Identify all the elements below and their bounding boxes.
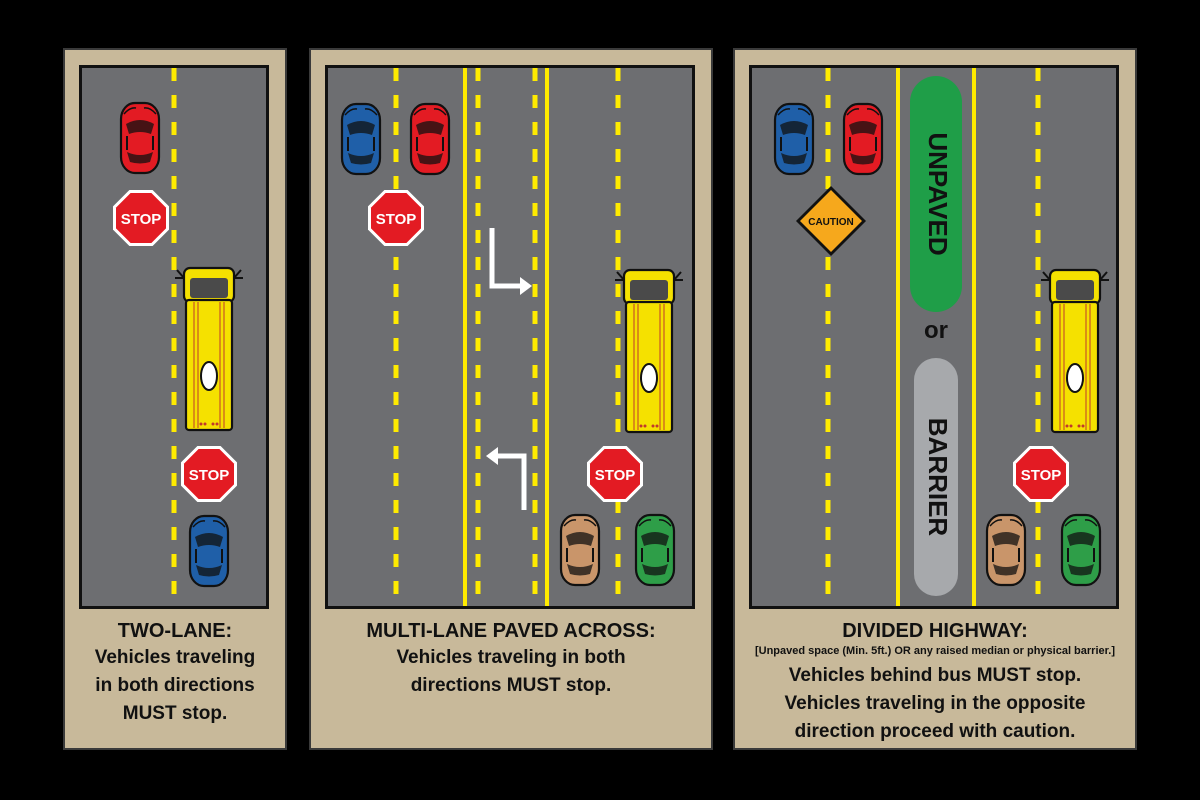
car-icon [119,101,161,175]
multi-lane-line2-rest: stop. [560,675,612,696]
school-bus-icon [1039,268,1111,434]
stop-sign-icon: STOP [181,446,237,502]
turn-arrow-icon [486,447,527,510]
stop-sign-icon: STOP [587,446,643,502]
car-icon [559,513,601,587]
car-icon [842,102,884,176]
multi-lane-line2: directions MUST stop. [311,672,711,700]
stop-sign-icon: STOP [368,190,424,246]
car-icon [985,513,1027,587]
stop-sign-label: STOP [121,211,162,228]
divided-highway-line2: Vehicles traveling in the opposite [784,693,1086,714]
multi-lane-panel: STOP STOP MULTI-LANE PAVED ACROSS: Vehic… [309,48,713,750]
car-icon [773,102,815,176]
divided-highway-caption: DIVIDED HIGHWAY: [Unpaved space (Min. 5f… [735,618,1135,746]
divided-highway-road: UNPAVED or BARRIER CAUTION STOP [749,65,1119,609]
or-label: or [924,317,948,344]
divided-line1-rest: stop. [1030,665,1082,686]
caution-sign-label: CAUTION [808,217,854,228]
two-lane-title: TWO-LANE: [117,620,233,642]
stop-sign-label: STOP [189,467,230,484]
two-lane-line1: Vehicles traveling [94,647,256,668]
unpaved-label: UNPAVED [923,132,953,255]
car-icon [1060,513,1102,587]
car-icon [634,513,676,587]
divided-line1-pre: Vehicles behind bus [788,665,977,686]
multi-lane-road: STOP STOP [325,65,695,609]
car-icon [188,514,230,588]
two-lane-line2: in both directions [95,675,255,696]
school-bus-icon [173,266,245,432]
stop-sign-label: STOP [1021,467,1062,484]
school-bus-icon [613,268,685,434]
two-lane-line3-rest: stop. [176,703,228,724]
multi-lane-line2-pre: directions [410,675,507,696]
must-emphasis: MUST [976,665,1031,686]
stop-sign-icon: STOP [113,190,169,246]
two-lane-caption: TWO-LANE: Vehicles traveling in both dir… [65,618,285,728]
stop-sign-label: STOP [595,467,636,484]
multi-lane-caption: MULTI-LANE PAVED ACROSS: Vehicles travel… [311,618,711,700]
turn-arrow-icon [489,228,532,295]
car-icon [409,102,451,176]
must-emphasis: MUST [506,675,561,696]
stop-sign-icon: STOP [1013,446,1069,502]
two-lane-line3: MUST stop. [65,700,285,728]
divided-highway-title: DIVIDED HIGHWAY: [842,620,1028,642]
car-icon [340,102,382,176]
stop-sign-label: STOP [376,211,417,228]
two-lane-panel: STOP STOP TWO-LANE: Vehicles traveling i… [63,48,287,750]
multi-lane-line1: Vehicles traveling in both [396,647,626,668]
multi-lane-title: MULTI-LANE PAVED ACROSS: [366,620,656,642]
barrier-label: BARRIER [923,418,953,537]
divided-highway-line1: Vehicles behind bus MUST stop. [735,662,1135,690]
barrier-median [914,358,958,596]
divided-highway-panel: UNPAVED or BARRIER CAUTION STOP DIVIDED … [733,48,1137,750]
caution-sign-icon: CAUTION [796,186,866,256]
divided-highway-line3: direction proceed with caution. [794,721,1076,742]
must-emphasis: MUST [122,703,177,724]
divided-highway-subtitle: [Unpaved space (Min. 5ft.) OR any raised… [754,645,1116,657]
two-lane-road: STOP STOP [79,65,269,609]
unpaved-median [910,76,962,312]
